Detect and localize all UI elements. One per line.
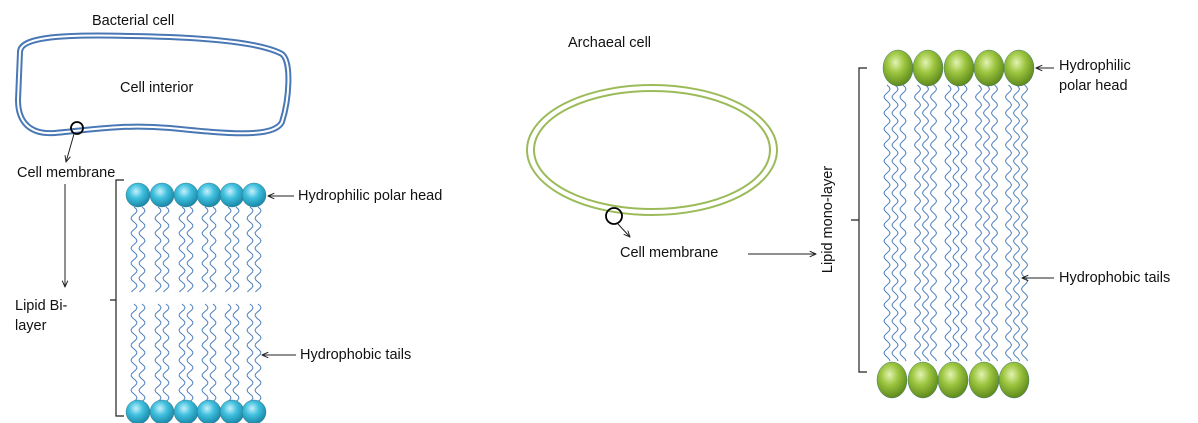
lipid-tail bbox=[945, 85, 951, 361]
lipid-tail bbox=[225, 304, 231, 404]
polar-head bbox=[969, 362, 999, 398]
bilayer-tails bbox=[131, 207, 261, 404]
polar-head bbox=[150, 400, 174, 423]
lipid-tail bbox=[892, 85, 898, 361]
polar-head bbox=[883, 50, 913, 86]
polar-head bbox=[220, 400, 244, 423]
polar-head bbox=[197, 400, 221, 423]
polar-head bbox=[150, 183, 174, 207]
archaeal-membrane-marker bbox=[606, 208, 622, 224]
lipid-tail bbox=[884, 85, 890, 361]
polar-head bbox=[999, 362, 1029, 398]
monolayer-tails bbox=[884, 85, 1028, 361]
archaeal-cell-inner bbox=[534, 91, 770, 209]
archaeal-membrane-label: Cell membrane bbox=[620, 245, 718, 262]
archaeal-cell-outer bbox=[527, 85, 777, 215]
lipid-tail bbox=[155, 207, 161, 292]
lipid-tail bbox=[923, 85, 929, 361]
polar-head bbox=[944, 50, 974, 86]
archaeal-cell-title: Archaeal cell bbox=[568, 35, 651, 52]
lipid-tail bbox=[961, 85, 967, 361]
lipid-tail bbox=[255, 304, 261, 404]
polar-head bbox=[197, 183, 221, 207]
lipid-tail bbox=[187, 207, 193, 292]
lipid-tail bbox=[179, 304, 185, 404]
lipid-tail bbox=[210, 207, 216, 292]
polar-head bbox=[174, 183, 198, 207]
lipid-tail bbox=[163, 304, 169, 404]
polar-head bbox=[174, 400, 198, 423]
lipid-tail bbox=[163, 207, 169, 292]
lipid-tail bbox=[1006, 85, 1012, 361]
lipid-tail bbox=[187, 304, 193, 404]
lipid-tail bbox=[953, 85, 959, 361]
lipid-tail bbox=[247, 207, 253, 292]
archaeal-head-label-line2: polar head bbox=[1059, 78, 1128, 95]
lipid-tail bbox=[233, 304, 239, 404]
lipid-tail bbox=[1022, 85, 1028, 361]
lipid-tail bbox=[225, 207, 231, 292]
lipid-tail bbox=[1014, 85, 1020, 361]
lipid-tail bbox=[155, 304, 161, 404]
polar-head bbox=[220, 183, 244, 207]
lipid-tail bbox=[131, 304, 137, 404]
monolayer-label: Lipid mono-layer bbox=[820, 166, 837, 273]
polar-head bbox=[126, 400, 150, 423]
polar-head bbox=[242, 400, 266, 423]
bacterial-cell-title: Bacterial cell bbox=[92, 13, 174, 30]
bacterial-marker-arrow bbox=[66, 134, 74, 162]
lipid-tail bbox=[202, 207, 208, 292]
polar-head bbox=[126, 183, 150, 207]
polar-head bbox=[913, 50, 943, 86]
lipid-tail bbox=[900, 85, 906, 361]
lipid-tail bbox=[179, 207, 185, 292]
lipid-tail bbox=[131, 207, 137, 292]
polar-head bbox=[1004, 50, 1034, 86]
archaeal-tails-label: Hydrophobic tails bbox=[1059, 270, 1170, 287]
bilayer-bracket bbox=[110, 180, 124, 416]
bacterial-tails-label: Hydrophobic tails bbox=[300, 347, 411, 364]
lipid-tail bbox=[255, 207, 261, 292]
bilayer-top-heads bbox=[126, 183, 266, 207]
lipid-tail bbox=[233, 207, 239, 292]
archaeal-marker-arrow bbox=[618, 224, 630, 237]
bilayer-label-line2: layer bbox=[15, 318, 46, 335]
polar-head bbox=[974, 50, 1004, 86]
monolayer-bottom-heads bbox=[877, 362, 1029, 398]
bilayer-bottom-heads bbox=[126, 400, 266, 423]
lipid-tail bbox=[915, 85, 921, 361]
lipid-tail bbox=[139, 304, 145, 404]
lipid-tail bbox=[931, 85, 937, 361]
polar-head bbox=[938, 362, 968, 398]
bilayer-label-line1: Lipid Bi- bbox=[15, 298, 67, 315]
lipid-tail bbox=[992, 85, 998, 361]
bacterial-head-label: Hydrophilic polar head bbox=[298, 188, 442, 205]
lipid-tail bbox=[202, 304, 208, 404]
polar-head bbox=[877, 362, 907, 398]
lipid-tail bbox=[976, 85, 982, 361]
cell-interior-label: Cell interior bbox=[120, 80, 193, 97]
lipid-tail bbox=[247, 304, 253, 404]
polar-head bbox=[908, 362, 938, 398]
polar-head bbox=[242, 183, 266, 207]
bacterial-membrane-label: Cell membrane bbox=[17, 165, 115, 182]
monolayer-top-heads bbox=[883, 50, 1034, 86]
monolayer-bracket bbox=[851, 68, 867, 372]
archaeal-head-label-line1: Hydrophilic bbox=[1059, 58, 1131, 75]
lipid-tail bbox=[984, 85, 990, 361]
lipid-tail bbox=[139, 207, 145, 292]
lipid-tail bbox=[210, 304, 216, 404]
